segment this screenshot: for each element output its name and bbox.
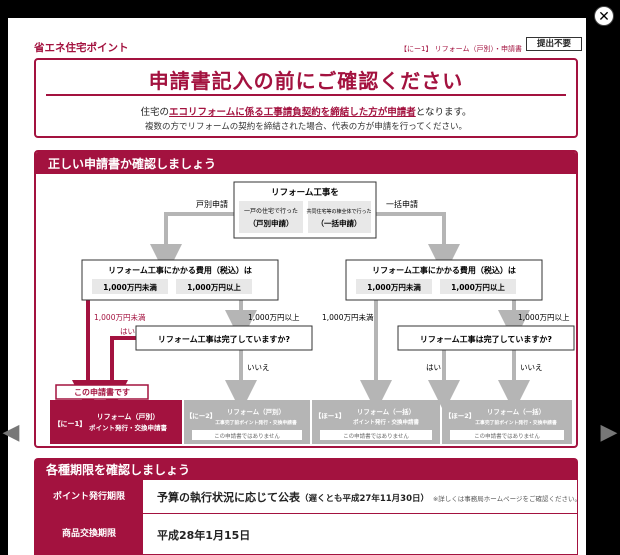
- form-4-note: この申請書ではありません: [474, 432, 540, 440]
- opt-individual-sub: （戸別申請）: [249, 218, 294, 228]
- submission-badge: 提出不要: [526, 37, 582, 51]
- notice-box: 申請書記入の前にご確認ください 住宅のエコリフォームに係る工事請負契約を締結した…: [34, 58, 578, 138]
- cost-under-right: 1,000万円未満: [367, 282, 421, 292]
- period-row-exchange: 商品交換期限 平成28年1月15日: [34, 514, 578, 555]
- form-1-name: リフォーム（戸別）: [97, 412, 160, 421]
- form-3-note: この申請書ではありません: [343, 432, 409, 440]
- form-2-name: リフォーム（戸別）: [227, 407, 285, 416]
- periods-heading: 各種期限を確認しましょう: [34, 458, 578, 480]
- cost-title-left: リフォーム工事にかかる費用（税込）は: [108, 265, 252, 275]
- form-3-code: 【ほー1】: [315, 412, 346, 420]
- form-1-code: 【にー1】: [54, 420, 87, 428]
- form-3-name: リフォーム（一括）: [357, 407, 415, 416]
- edge-label-bulk-over: 1,000万円以上: [518, 313, 570, 322]
- cost-title-right: リフォーム工事にかかる費用（税込）は: [372, 265, 516, 275]
- period-label-issue: ポイント発行期限: [35, 480, 143, 513]
- edge-q1-yes: [96, 336, 136, 412]
- prev-page-icon[interactable]: ◀: [2, 420, 20, 445]
- label-bulk: 一括申請: [386, 199, 418, 209]
- flow-panel: 正しい申請書か確認しましょう: [34, 150, 578, 448]
- opt-individual: 一戸の住宅で行った: [244, 207, 298, 215]
- cost-over-right: 1,000万円以上: [451, 282, 505, 292]
- notice-divider: [46, 94, 566, 96]
- top-box-title: リフォーム工事を: [271, 187, 339, 198]
- opt-bulk-sub: （一括申請）: [317, 218, 362, 228]
- notice-line-1: 住宅のエコリフォームに係る工事請負契約を締結した方が申請者となります。: [140, 107, 472, 118]
- yes-left: はい: [120, 327, 135, 336]
- notice-title: 申請書記入の前にご確認ください: [148, 69, 464, 93]
- label-individual: 戸別申請: [196, 199, 228, 209]
- cost-over-left: 1,000万円以上: [187, 282, 241, 292]
- edge-label-indiv-over: 1,000万円以上: [248, 313, 300, 322]
- form-3-sub: ポイント発行・交換申請書: [353, 418, 420, 426]
- period-label-exchange: 商品交換期限: [35, 514, 143, 554]
- form-2-sub: 工事完了前ポイント発行・交換申請書: [215, 419, 297, 426]
- form-2-note: この申請書ではありません: [214, 432, 280, 440]
- no-left: いいえ: [247, 363, 270, 372]
- cost-under-left: 1,000万円未満: [103, 282, 157, 292]
- yes-right: はい: [426, 363, 441, 372]
- document-page: 省エネ住宅ポイント 【にー1】 リフォーム（戸別）・申請書 提出不要 申請書記入…: [8, 18, 586, 555]
- flowchart: リフォーム工事を 一戸の住宅で行った （戸別申請） 共同住宅等の棟全体で行った …: [50, 181, 575, 444]
- next-page-icon[interactable]: ▶: [600, 420, 618, 445]
- form-4-name: リフォーム（一括）: [487, 407, 545, 416]
- form-1-sub: ポイント発行・交換申請書: [89, 423, 168, 432]
- close-icon[interactable]: ✕: [594, 6, 614, 26]
- flow-heading: 正しい申請書か確認しましょう: [36, 152, 576, 174]
- question-right: リフォーム工事は完了していますか?: [420, 334, 553, 344]
- period-value-exchange: 平成28年1月15日: [157, 529, 251, 542]
- question-left: リフォーム工事は完了していますか?: [158, 334, 291, 344]
- edge-label-bulk-under: 1,000万円未満: [322, 312, 374, 322]
- no-right: いいえ: [520, 363, 543, 372]
- notice-line-2: 複数の方でリフォームの契約を締結された場合、代表の方が申請を行ってください。: [144, 122, 468, 132]
- form-code: 【にー1】 リフォーム（戸別）・申請書: [400, 45, 522, 53]
- edge-individual: [150, 212, 234, 276]
- brand-title: 省エネ住宅ポイント: [34, 42, 129, 54]
- edge-bulk: [376, 212, 460, 276]
- form-4-sub: 工事完了前ポイント発行・交換申請書: [475, 419, 557, 426]
- form-4-code: 【ほー2】: [445, 412, 476, 420]
- opt-bulk: 共同住宅等の棟全体で行った: [306, 208, 371, 215]
- period-row-issue: ポイント発行期限 予算の執行状況に応じて公表（遅くとも平成27年11月30日） …: [34, 480, 581, 514]
- edge-label-indiv-under: 1,000万円未満: [94, 312, 146, 322]
- this-form-label: この申請書です: [74, 387, 130, 397]
- form-2-code: 【にー2】: [186, 412, 217, 420]
- period-value-issue: 予算の執行状況に応じて公表（遅くとも平成27年11月30日） ※詳しくは事務局ホ…: [157, 491, 581, 504]
